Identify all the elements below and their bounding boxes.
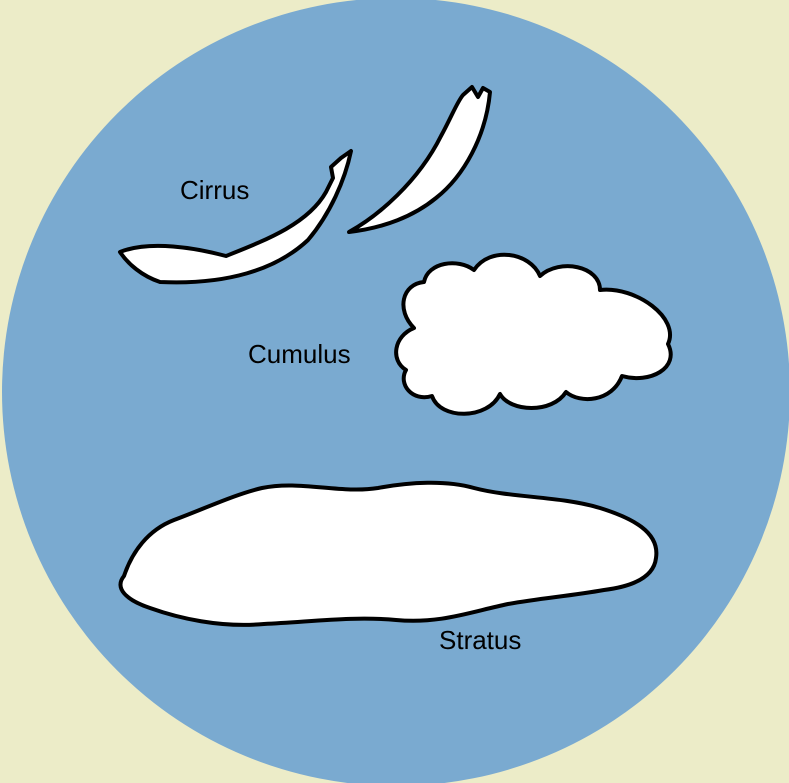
- cumulus-label: Cumulus: [248, 341, 351, 367]
- stratus-label: Stratus: [439, 627, 521, 653]
- cirrus-label: Cirrus: [180, 177, 249, 203]
